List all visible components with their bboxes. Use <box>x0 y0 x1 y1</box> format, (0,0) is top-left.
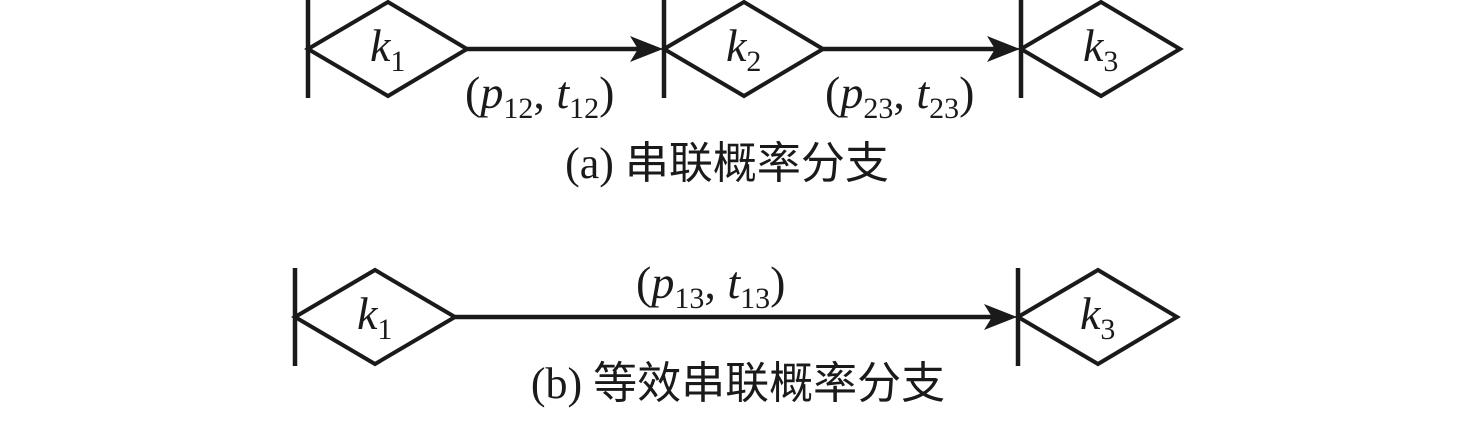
node-label-k1: k1 <box>357 288 392 346</box>
edge-label-p13-t13: (p13, t13) <box>636 257 785 315</box>
node-label-k1: k1 <box>370 20 405 78</box>
node-diamond-k3 <box>1017 0 1184 99</box>
node-label-k3: k3 <box>1083 20 1118 78</box>
node-label-k2: k2 <box>726 20 761 78</box>
arrowhead-icon <box>630 36 663 62</box>
series-branch-a: k1 k2 k3 (p12, t12) (p23, t23) (a) 串联概率分… <box>304 0 1184 188</box>
series-branch-b: k1 k3 (p13, t13) (b) 等效串联概率分支 <box>291 257 1181 408</box>
arrowhead-icon <box>987 36 1020 62</box>
node-diamond-k3 <box>1014 267 1181 367</box>
edge-label-p23-t23: (p23, t23) <box>825 67 974 125</box>
caption-b: (b) 等效串联概率分支 <box>531 359 945 408</box>
edge-label-p12-t12: (p12, t12) <box>465 67 614 125</box>
arrowhead-icon <box>984 304 1017 330</box>
caption-a: (a) 串联概率分支 <box>565 139 889 188</box>
node-label-k3: k3 <box>1080 288 1115 346</box>
